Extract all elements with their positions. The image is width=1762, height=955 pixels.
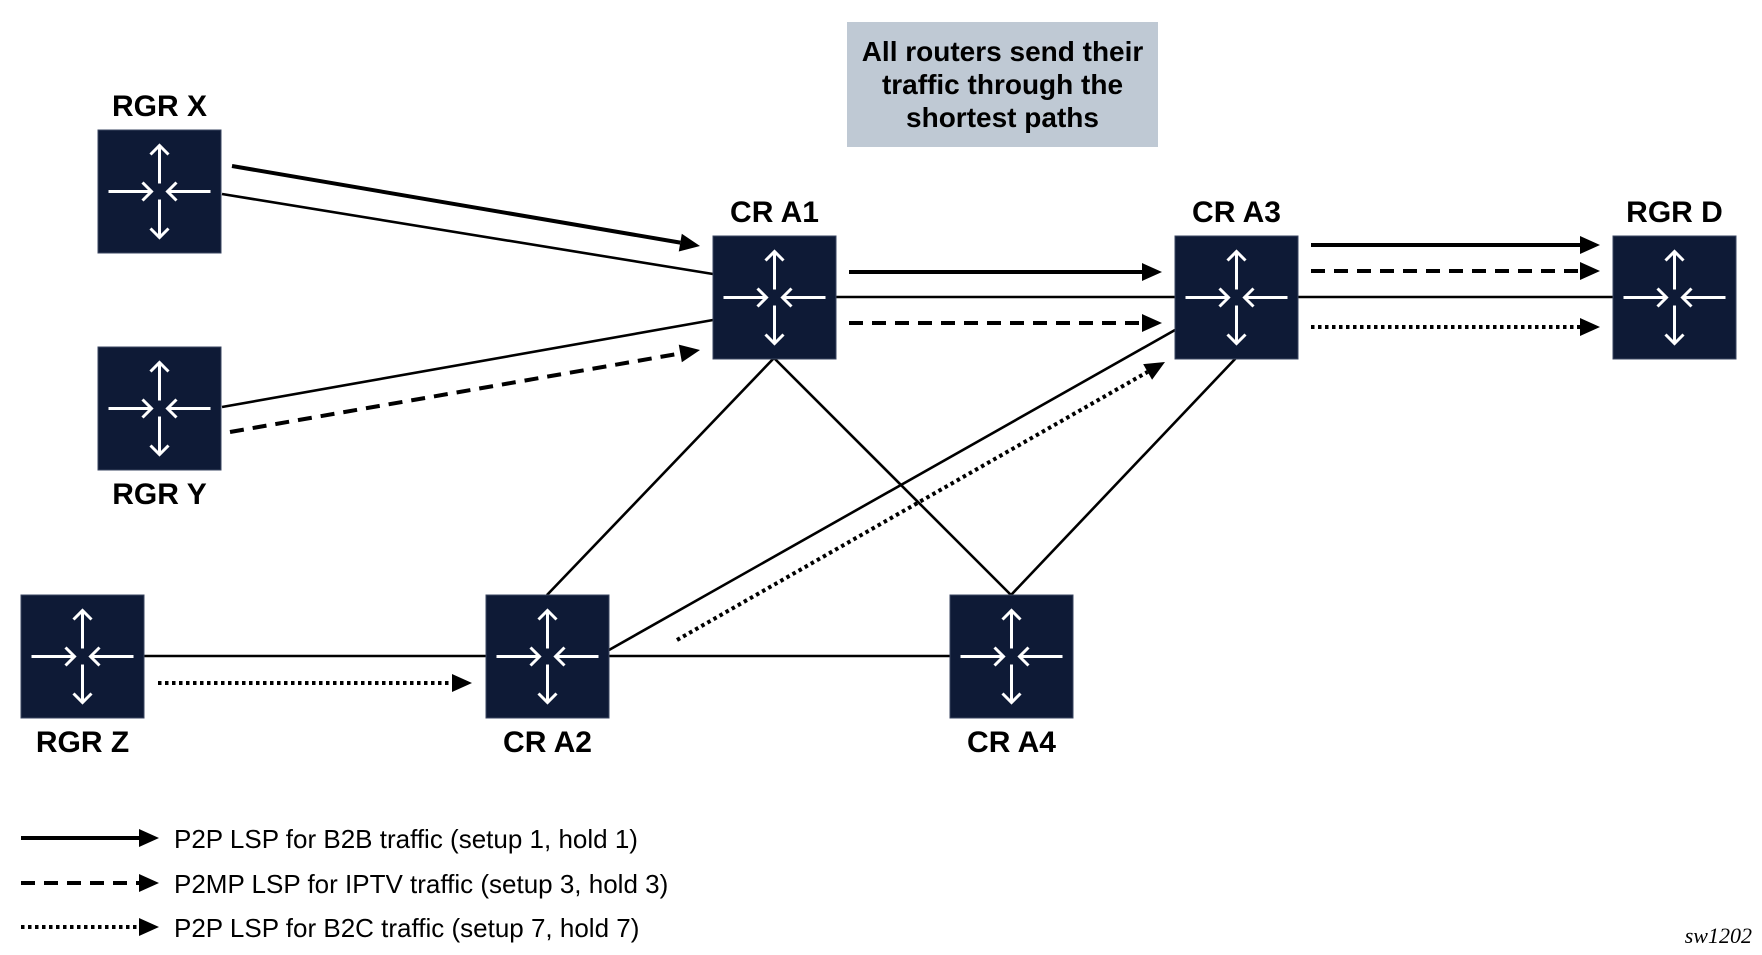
legend-label-b2b: P2P LSP for B2B traffic (setup 1, hold 1… bbox=[174, 824, 638, 854]
router-label-rgr-x: RGR X bbox=[111, 90, 207, 123]
router-cr-a4 bbox=[949, 594, 1074, 719]
lsp-iptv-cr-a3-rgr-d-arrowhead bbox=[1580, 262, 1600, 280]
router-rgr-x bbox=[97, 129, 222, 254]
router-rgr-y bbox=[97, 346, 222, 471]
lsp-b2b-cr-a1-cr-a3-arrowhead bbox=[1142, 263, 1162, 281]
lsp-iptv-cr-a1-cr-a3 bbox=[849, 314, 1162, 332]
lsp-b2c-cr-a2-cr-a3 bbox=[676, 362, 1165, 642]
lsp-b2c-cr-a2-cr-a3-shaft bbox=[676, 370, 1149, 642]
lsp-iptv-rgr-y-cr-a1-arrowhead bbox=[678, 344, 700, 363]
lsp-b2c-cr-a2-cr-a3-arrowhead bbox=[1143, 362, 1165, 380]
router-icon bbox=[31, 608, 134, 705]
legend-swatch-iptv-arrowhead bbox=[139, 874, 159, 892]
figure-id: sw1202 bbox=[1684, 923, 1752, 948]
lsp-b2b-rgr-x-cr-a1 bbox=[231, 164, 700, 252]
router-label-cr-a3: CR A3 bbox=[1192, 196, 1281, 229]
link-cr-a1-cr-a2 bbox=[546, 357, 775, 596]
router-icon bbox=[960, 608, 1063, 705]
router-label-rgr-d: RGR D bbox=[1626, 196, 1723, 229]
router-rgr-z bbox=[20, 594, 145, 719]
legend-label-iptv: P2MP LSP for IPTV traffic (setup 3, hold… bbox=[174, 869, 669, 899]
legend-swatch-iptv bbox=[21, 874, 159, 892]
router-icon bbox=[496, 608, 599, 705]
link-rgr-y-cr-a1 bbox=[221, 318, 714, 409]
router-cr-a1 bbox=[712, 235, 837, 360]
links-layer bbox=[144, 192, 1613, 658]
router-label-cr-a1: CR A1 bbox=[730, 196, 819, 229]
legend-swatch-b2c-arrowhead bbox=[139, 918, 159, 936]
router-icon bbox=[108, 360, 211, 457]
lsp-b2b-cr-a1-cr-a3 bbox=[849, 263, 1162, 281]
router-label-cr-a2: CR A2 bbox=[503, 726, 592, 759]
lsp-b2b-rgr-x-cr-a1-arrowhead bbox=[678, 233, 700, 252]
router-cr-a3 bbox=[1174, 235, 1299, 360]
lsp-iptv-cr-a1-cr-a3-arrowhead bbox=[1142, 314, 1162, 332]
link-cr-a3-cr-a4 bbox=[1010, 357, 1237, 596]
router-icon bbox=[723, 249, 826, 346]
lsp-b2b-cr-a3-rgr-d-arrowhead bbox=[1580, 236, 1600, 254]
router-rgr-d bbox=[1612, 235, 1737, 360]
lsp-b2b-cr-a3-rgr-d bbox=[1311, 236, 1600, 254]
lsp-iptv-rgr-y-cr-a1 bbox=[229, 344, 700, 434]
router-label-rgr-y: RGR Y bbox=[112, 478, 207, 511]
link-cr-a1-cr-a4 bbox=[773, 357, 1012, 596]
router-label-rgr-z: RGR Z bbox=[35, 726, 130, 759]
router-icon bbox=[108, 143, 211, 240]
legend-layer bbox=[21, 829, 159, 936]
legend-swatch-b2c bbox=[21, 918, 159, 936]
lsp-b2b-rgr-x-cr-a1-shaft bbox=[231, 164, 681, 245]
annotation-note: All routers send their traffic through t… bbox=[847, 22, 1158, 147]
link-cr-a2-cr-a3 bbox=[608, 328, 1176, 652]
lsp-b2c-rgr-z-cr-a2 bbox=[158, 674, 472, 692]
router-icon bbox=[1185, 249, 1288, 346]
router-layer bbox=[20, 129, 1737, 719]
legend-swatch-b2b bbox=[21, 829, 159, 847]
link-rgr-x-cr-a1 bbox=[221, 192, 714, 276]
lsp-b2c-cr-a3-rgr-d bbox=[1311, 318, 1600, 336]
router-icon bbox=[1623, 249, 1726, 346]
legend-swatch-b2b-arrowhead bbox=[139, 829, 159, 847]
lsp-layer bbox=[158, 164, 1600, 692]
lsp-iptv-cr-a3-rgr-d bbox=[1311, 262, 1600, 280]
lsp-b2c-rgr-z-cr-a2-arrowhead bbox=[452, 674, 472, 692]
router-label-cr-a4: CR A4 bbox=[967, 726, 1056, 759]
lsp-iptv-rgr-y-cr-a1-shaft bbox=[229, 351, 681, 434]
lsp-b2c-cr-a3-rgr-d-arrowhead bbox=[1580, 318, 1600, 336]
router-cr-a2 bbox=[485, 594, 610, 719]
legend-label-b2c: P2P LSP for B2C traffic (setup 7, hold 7… bbox=[174, 913, 640, 943]
